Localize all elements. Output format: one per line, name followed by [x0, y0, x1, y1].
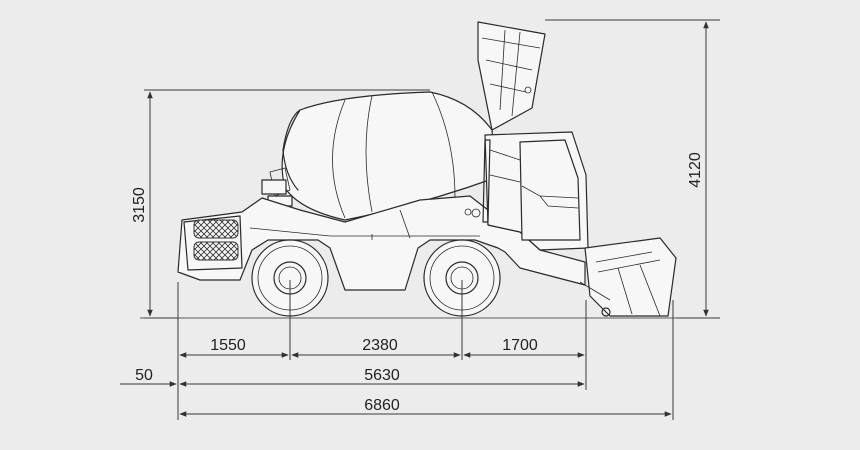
grille-vent-top: [193, 219, 239, 239]
extension-lines: [144, 19, 720, 420]
label-front-overhang: 1550: [210, 337, 246, 354]
label-offset: 50: [135, 367, 153, 384]
label-rear-overhang: 1700: [502, 337, 538, 354]
label-total-length: 6860: [364, 397, 400, 414]
cab: [471, 131, 589, 251]
label-body-length: 5630: [364, 367, 400, 384]
label-max-height: 4120: [687, 152, 704, 188]
discharge-chute: [477, 21, 546, 131]
front-wheel: [423, 239, 501, 317]
grille-vent-bottom: [193, 241, 239, 261]
engine-grille: [183, 215, 243, 271]
mixer-drum: [261, 91, 496, 221]
loading-bucket: [579, 237, 677, 317]
label-wheelbase: 2380: [362, 337, 398, 354]
label-cab-height: 3150: [131, 187, 148, 223]
